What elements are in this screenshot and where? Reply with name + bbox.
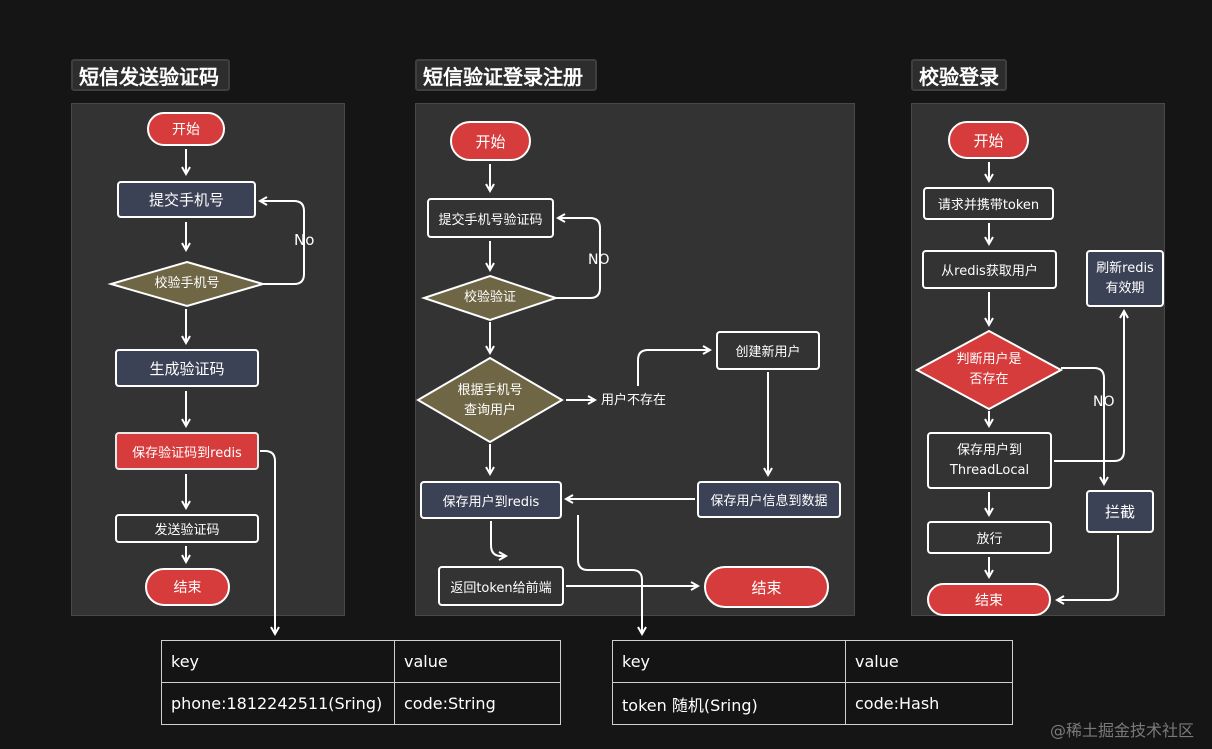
watermark: @稀土掘金技术社区	[1049, 721, 1194, 740]
login-query-diamond	[416, 356, 564, 444]
login-verify-label: 校验验证	[463, 290, 516, 305]
sms-verify-label: 校验手机号	[154, 276, 220, 291]
sms-start-node: 开始	[147, 112, 225, 146]
login-query-label: 根据手机号 查询用户	[418, 381, 562, 421]
check-release-node: 放行	[927, 521, 1052, 554]
login-verify-diamond	[420, 274, 560, 322]
check-refresh-line2: 有效期	[1105, 280, 1145, 296]
table-header-key: key	[612, 640, 846, 683]
check-start-node: 开始	[948, 121, 1029, 159]
table-row: key value	[612, 640, 1013, 683]
check-refresh-node: 刷新redis 有效期	[1086, 250, 1164, 307]
login-no-label: NO	[588, 252, 610, 268]
table-cell-key: phone:1812242511(Sring)	[161, 682, 395, 725]
check-save-line2: ThreadLocal	[949, 462, 1030, 478]
section-title-sms: 短信发送验证码	[71, 59, 230, 91]
check-save-line1: 保存用户到	[956, 442, 1022, 458]
sms-send-node: 发送验证码	[115, 514, 259, 543]
login-end-node: 结束	[704, 566, 829, 608]
check-exists-line1: 判断用户是	[956, 352, 1022, 367]
login-not-exist-label: 用户不存在	[601, 393, 667, 408]
table-cell-value: code:String	[394, 682, 561, 725]
login-query-line1: 根据手机号	[457, 383, 523, 398]
arrow-login-to-table	[577, 515, 647, 637]
check-intercept-node: 拦截	[1086, 490, 1154, 533]
login-save-redis-node: 保存用户到redis	[420, 481, 562, 519]
check-request-node: 请求并携带token	[923, 187, 1054, 220]
redis-table-sms: key value phone:1812242511(Sring) code:S…	[161, 640, 561, 725]
section-title-login: 短信验证登录注册	[415, 59, 597, 91]
table-row: key value	[161, 640, 561, 683]
section-title-check: 校验登录	[911, 59, 1007, 91]
arrow-login-redis-to-return	[490, 521, 509, 561]
arrow-sms-no-loop	[257, 196, 305, 285]
arrow-check-intercept-to-end	[1054, 535, 1119, 605]
check-exists-diamond	[914, 329, 1064, 411]
sms-save-node: 保存验证码到redis	[115, 432, 259, 470]
login-query-line2: 查询用户	[463, 403, 516, 418]
arrow-check-no	[1061, 367, 1109, 487]
check-exists-label: 判断用户是 否存在	[917, 350, 1061, 390]
table-row: token 随机(Sring) code:Hash	[612, 682, 1013, 725]
login-save-db-node: 保存用户信息到数据	[697, 481, 841, 518]
sms-generate-node: 生成验证码	[115, 349, 259, 387]
table-cell-value: code:Hash	[845, 682, 1013, 725]
login-start-node: 开始	[450, 121, 531, 161]
redis-table-token: key value token 随机(Sring) code:Hash	[612, 640, 1013, 725]
arrow-check-to-refresh	[1054, 308, 1129, 462]
table-cell-key: token 随机(Sring)	[612, 682, 846, 725]
check-fetch-node: 从redis获取用户	[922, 250, 1057, 289]
table-header-value: value	[394, 640, 561, 683]
check-exists-line2: 否存在	[969, 372, 1009, 387]
login-return-token-node: 返回token给前端	[438, 566, 564, 606]
login-submit-node: 提交手机号验证码	[427, 198, 554, 238]
arrow-login-no-loop	[555, 213, 601, 299]
sms-end-node: 结束	[145, 568, 230, 606]
sms-verify-diamond	[107, 260, 267, 308]
check-end-node: 结束	[927, 583, 1051, 616]
table-row: phone:1812242511(Sring) code:String	[161, 682, 561, 725]
arrow-sms-to-table	[260, 450, 280, 637]
check-refresh-line1: 刷新redis	[1096, 260, 1154, 276]
check-save-node: 保存用户到 ThreadLocal	[927, 432, 1052, 489]
sms-submit-node: 提交手机号	[117, 181, 256, 218]
login-create-node: 创建新用户	[716, 331, 820, 370]
arrow-login-to-create	[637, 345, 713, 386]
